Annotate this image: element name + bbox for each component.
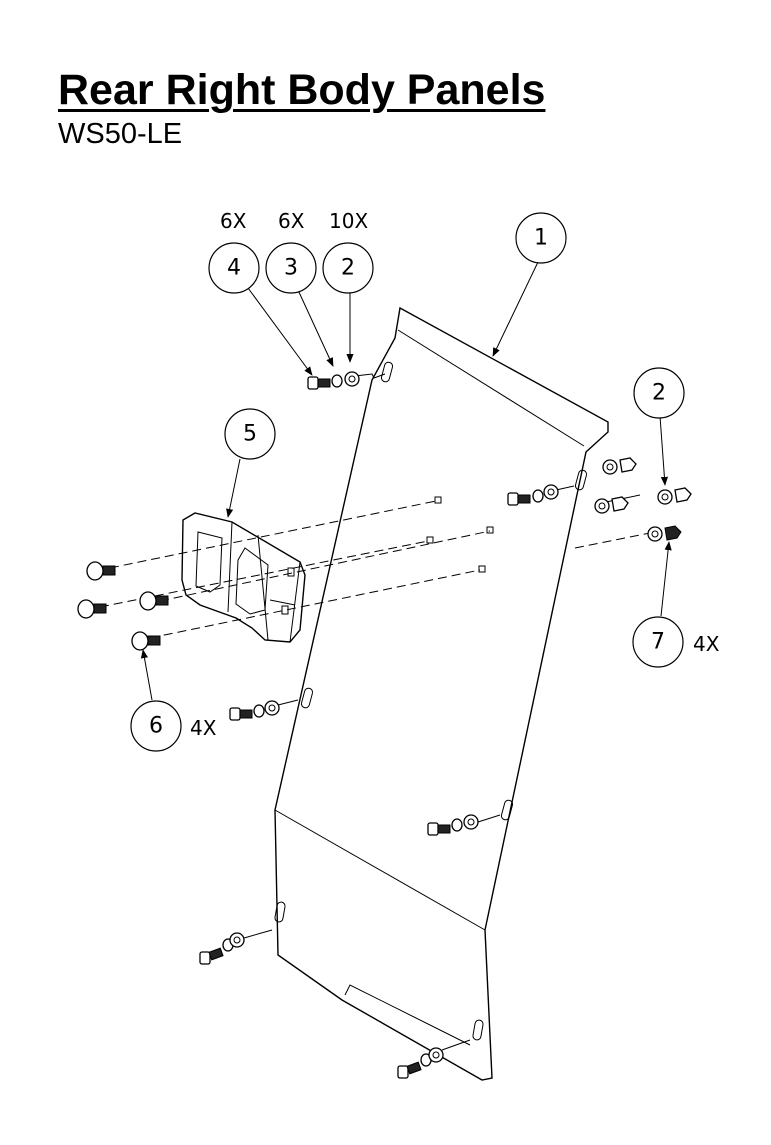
assembly-lines xyxy=(99,373,651,1051)
diagram-title: Rear Right Body Panels xyxy=(58,66,546,114)
callout-7-qty: 4X xyxy=(693,632,720,656)
callout-2-top-number: 2 xyxy=(341,256,355,281)
callout-7: 7 xyxy=(632,616,684,668)
callout-3-number: 3 xyxy=(284,256,298,281)
hardware-fasteners xyxy=(77,371,692,1079)
model-subtitle: WS50-LE xyxy=(58,118,183,150)
callout-4-qty: 6X xyxy=(220,209,247,233)
step-bracket xyxy=(181,512,306,643)
callout-4: 4 xyxy=(208,242,260,294)
callout-3: 3 xyxy=(265,242,317,294)
callout-3-qty: 6X xyxy=(278,209,305,233)
callout-7-number: 7 xyxy=(651,630,665,655)
callout-6-qty: 4X xyxy=(190,716,217,740)
callout-1-number: 1 xyxy=(534,226,548,251)
callout-1: 1 xyxy=(515,212,567,264)
callout-6: 6 xyxy=(130,700,182,752)
panel-slots xyxy=(274,361,588,1041)
callout-6-number: 6 xyxy=(149,714,163,739)
leader-lines xyxy=(140,261,672,701)
body-panel xyxy=(274,306,609,1081)
callout-2-right: 2 xyxy=(633,367,685,419)
callout-5-number: 5 xyxy=(243,422,257,447)
callout-2-right-number: 2 xyxy=(652,381,666,406)
callout-2-top-qty: 10X xyxy=(329,209,368,233)
panel-holes xyxy=(426,496,494,573)
callout-2-top: 2 xyxy=(322,242,374,294)
callout-4-number: 4 xyxy=(227,256,241,281)
callout-5: 5 xyxy=(224,408,276,460)
